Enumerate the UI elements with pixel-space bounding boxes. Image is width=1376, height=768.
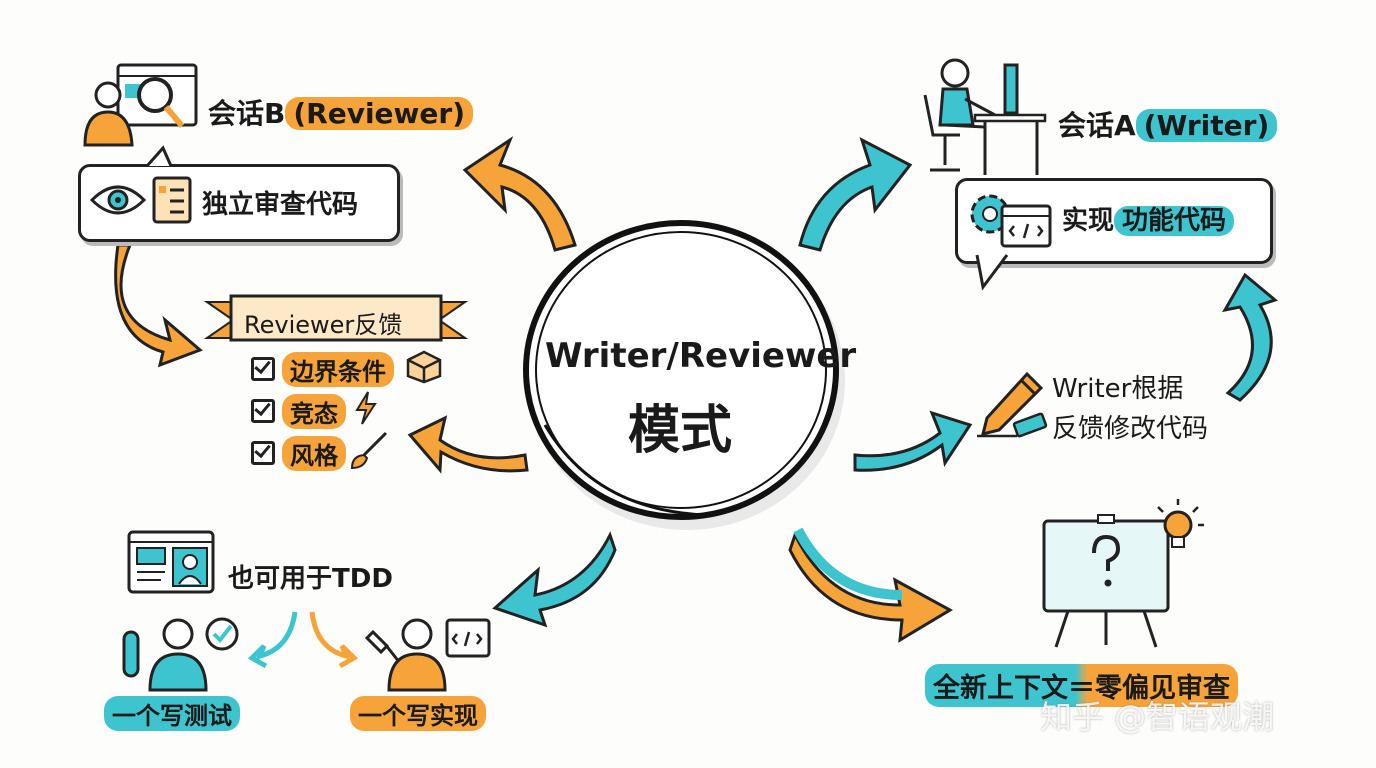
- session-b-title: 会话B(Reviewer): [208, 92, 473, 132]
- session-a-task: 实现功能代码: [1062, 200, 1235, 237]
- revise-line2: 反馈修改代码: [1052, 414, 1209, 444]
- arrow-to-session-b-icon: [462, 136, 577, 252]
- session-b-task: 独立审查代码: [202, 190, 359, 220]
- checkbox-icon: [251, 357, 275, 381]
- feedback-banner-ribbon: [203, 294, 469, 342]
- whiteboard-question-icon: [1042, 499, 1204, 648]
- session-b-role: (Reviewer): [285, 97, 473, 130]
- arrow-to-fresh-context-icon: [788, 527, 954, 643]
- lightning-icon: [355, 391, 377, 425]
- arrow-to-tdd-icon: [492, 531, 617, 628]
- center-title: Writer/Reviewer: [545, 336, 857, 376]
- arrow-to-revise-icon: [853, 410, 973, 472]
- session-a-prefix: 会话A: [1058, 109, 1136, 142]
- center-circle: [523, 220, 845, 530]
- tdd-right-label: 一个写实现: [350, 696, 486, 731]
- eye-icon: [89, 185, 147, 215]
- checklist-icon: [152, 176, 192, 224]
- session-a-title: 会话A(Writer): [1058, 104, 1278, 144]
- box-icon: [406, 350, 442, 384]
- tdd-title: 也可用于TDD: [228, 564, 393, 594]
- session-a-role: (Writer): [1135, 109, 1278, 142]
- checkbox-icon: [251, 441, 275, 465]
- watermark: 知乎 @智语观潮: [1040, 698, 1275, 736]
- feedback-item-edge: 边界条件: [282, 352, 394, 387]
- pencil-icon: [977, 371, 1048, 438]
- reviewer-person-icon: [83, 63, 198, 147]
- tdd-left-label: 一个写测试: [104, 696, 240, 731]
- session-a-task-highlight: 功能代码: [1114, 206, 1235, 236]
- profile-card-icon: [127, 530, 215, 594]
- curved-arrow-b-icon: [114, 243, 203, 368]
- arrow-to-feedback-icon: [407, 415, 529, 474]
- revise-line1: Writer根据: [1052, 374, 1184, 404]
- feedback-item-style: 风格: [282, 436, 346, 471]
- feedback-item-race: 竞态: [282, 394, 346, 429]
- fresh-context-label: 全新上下文＝零偏见审查: [925, 664, 1238, 707]
- arrow-to-session-a-icon: [798, 136, 913, 252]
- swap-arrows-icon: [247, 611, 359, 669]
- tester-person-icon: [122, 617, 239, 692]
- session-a-task-plain: 实现: [1062, 206, 1115, 236]
- bubble-tail-b: [145, 145, 173, 167]
- gear-code-icon: [970, 194, 1052, 248]
- writer-at-desk-icon: [923, 58, 1047, 175]
- bubble-tail-a: [975, 254, 1009, 291]
- paintbrush-icon: [350, 431, 388, 470]
- feedback-banner-label: Reviewer反馈: [244, 311, 403, 339]
- coder-person-icon: [364, 618, 491, 692]
- session-b-prefix: 会话B: [208, 97, 286, 130]
- center-subtitle: 模式: [628, 401, 733, 461]
- curved-arrow-a-icon: [1222, 272, 1279, 402]
- session-b-bubble: [78, 164, 400, 242]
- checkbox-icon: [251, 399, 275, 423]
